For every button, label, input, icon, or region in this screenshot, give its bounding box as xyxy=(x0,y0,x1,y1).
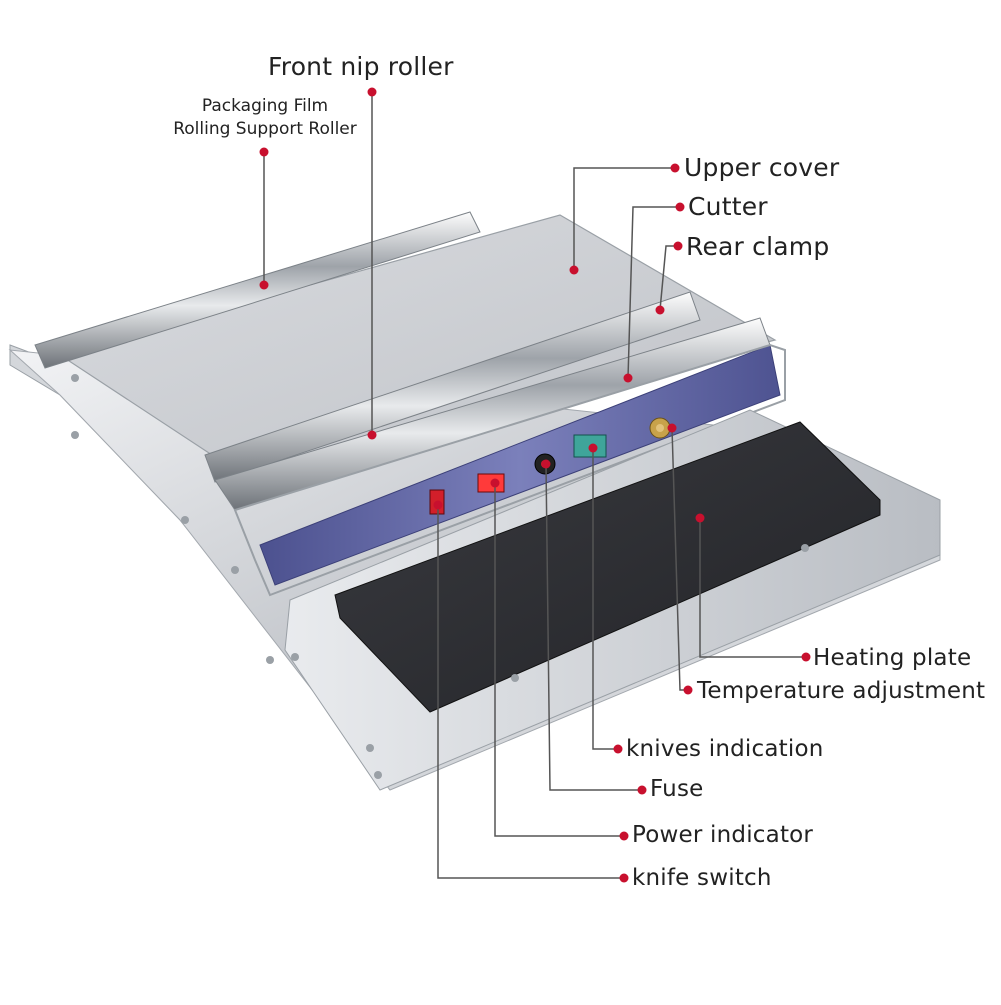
label-cutter: Cutter xyxy=(688,192,768,221)
label-heating-plate: Heating plate xyxy=(813,645,972,671)
label-knives-indication: knives indication xyxy=(626,736,824,762)
label-temperature-adjustment: Temperature adjustment xyxy=(697,678,986,704)
control-panel-frame xyxy=(233,343,786,597)
label-film-support-roller-line2: Rolling Support Roller xyxy=(173,119,357,139)
upper-cover-shape xyxy=(58,214,777,481)
control-panel xyxy=(259,344,781,586)
label-power-indicator: Power indicator xyxy=(632,822,814,848)
label-film-support-roller-line1: Packaging Film xyxy=(201,96,329,116)
label-upper-cover: Upper cover xyxy=(684,153,840,182)
front-roller-upper xyxy=(204,291,701,483)
label-fuse: Fuse xyxy=(650,776,704,802)
label-front-nip-roller: Front nip roller xyxy=(268,52,454,81)
marker-dots xyxy=(259,87,811,883)
rear-roller-shape xyxy=(34,211,481,369)
heating-plate-shape xyxy=(334,421,881,713)
label-film-support-roller: Packaging Film Rolling Support Roller xyxy=(165,95,365,141)
label-rear-clamp: Rear clamp xyxy=(686,232,830,261)
label-knife-switch: knife switch xyxy=(632,865,772,891)
